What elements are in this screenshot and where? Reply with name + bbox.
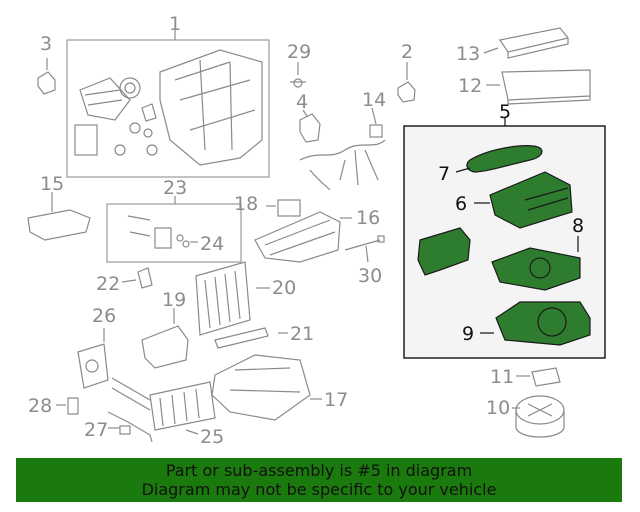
part-16-duct <box>254 211 341 263</box>
leader-14 <box>371 107 377 125</box>
callout-5: 5 <box>499 101 511 123</box>
parts-diagram: 1 3 29 2 4 14 13 12 5 <box>27 13 606 448</box>
part-30-bolt <box>344 235 385 251</box>
part-12-cabin-filter <box>501 69 591 105</box>
part-2-actuator <box>397 81 416 103</box>
callout-2: 2 <box>401 41 413 63</box>
part-6-upper-case <box>489 171 573 229</box>
part-29-clip <box>290 78 306 88</box>
part-9-blower-case <box>495 301 591 346</box>
part-22-clip <box>137 267 153 289</box>
callout-12: 12 <box>458 75 482 97</box>
part-8-lower-case <box>491 247 581 291</box>
callout-29: 29 <box>287 41 311 63</box>
callout-7: 7 <box>438 163 450 185</box>
part-25-heater-core <box>111 377 216 431</box>
part-19-duct <box>141 325 189 369</box>
part-1-hvac-case <box>74 49 263 166</box>
callout-30: 30 <box>358 265 382 287</box>
callout-19: 19 <box>162 289 186 311</box>
callout-17: 17 <box>324 389 348 411</box>
part-23-valve-kit <box>127 215 190 249</box>
part-21-seal <box>214 327 269 349</box>
part-15-bracket <box>27 209 91 241</box>
leader-25 <box>185 429 199 435</box>
part-4-actuator <box>299 113 321 143</box>
leader-30 <box>365 245 369 263</box>
callout-24: 24 <box>200 233 224 255</box>
callout-28: 28 <box>28 395 52 417</box>
part-17-lower-case <box>211 354 311 421</box>
callout-16: 16 <box>356 207 380 229</box>
callout-10: 10 <box>486 397 510 419</box>
part-7-seal <box>466 145 543 173</box>
callout-6: 6 <box>455 193 467 215</box>
part-3-actuator <box>37 71 56 95</box>
part-27-sensor <box>107 411 153 443</box>
callout-18: 18 <box>234 193 258 215</box>
callout-15: 15 <box>40 173 64 195</box>
callout-9: 9 <box>462 323 474 345</box>
part-10-blower-motor <box>515 395 565 438</box>
part-26-module <box>77 343 109 389</box>
callout-22: 22 <box>96 273 120 295</box>
banner-line-1: Part or sub-assembly is #5 in diagram <box>165 461 473 480</box>
callout-3: 3 <box>40 33 52 55</box>
group-box-23 <box>106 203 242 263</box>
part-13-filter-door <box>499 27 570 59</box>
leader-7 <box>455 167 471 173</box>
leader-22 <box>121 279 137 283</box>
part-28-clip <box>67 397 79 415</box>
banner-line-2: Diagram may not be specific to your vehi… <box>141 480 497 499</box>
callout-27: 27 <box>84 419 108 441</box>
info-banner: Part or sub-assembly is #5 in diagram Di… <box>16 458 622 502</box>
callout-25: 25 <box>200 426 224 448</box>
leader-13 <box>483 47 499 54</box>
callout-11: 11 <box>490 366 514 388</box>
part-20-evaporator <box>195 261 251 336</box>
part-14-harness <box>299 124 386 191</box>
callout-20: 20 <box>272 277 296 299</box>
callout-4: 4 <box>296 91 308 113</box>
part-11-resistor <box>531 367 561 387</box>
part-5-housing <box>417 227 471 276</box>
callout-14: 14 <box>362 89 386 111</box>
callout-13: 13 <box>456 43 480 65</box>
part-18-seal <box>277 199 301 217</box>
leader-4 <box>302 109 308 117</box>
callout-8: 8 <box>572 215 584 237</box>
callout-26: 26 <box>92 305 116 327</box>
callout-21: 21 <box>290 323 314 345</box>
group-box-1 <box>66 39 270 178</box>
callout-1: 1 <box>169 13 181 35</box>
callout-23: 23 <box>163 177 187 199</box>
